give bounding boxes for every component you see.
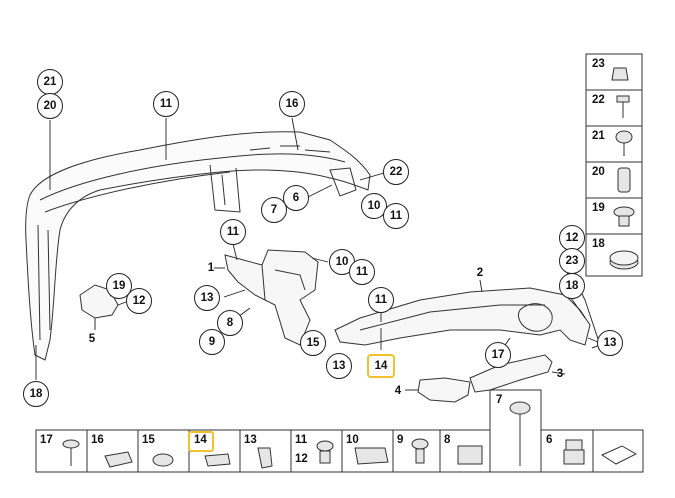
long-bolt-icon bbox=[509, 401, 531, 415]
part-label-4: 4 bbox=[394, 385, 402, 397]
side-legend-num-19: 19 bbox=[592, 202, 605, 214]
side-legend-num-22: 22 bbox=[592, 94, 605, 106]
callout-13[interactable]: 13 bbox=[597, 330, 623, 356]
clip-nut-icon bbox=[611, 67, 629, 81]
callout-21[interactable]: 21 bbox=[37, 69, 63, 95]
part-3-shape bbox=[469, 354, 566, 393]
bottom-legend-num-15: 15 bbox=[142, 434, 155, 446]
part-label-1: 1 bbox=[207, 262, 215, 274]
spacer-sleeve-icon bbox=[617, 167, 631, 193]
bottom-legend-num-11: 11 bbox=[295, 434, 308, 446]
highlight-box-14 bbox=[188, 431, 214, 452]
callout-11[interactable]: 11 bbox=[383, 203, 409, 229]
part-label-2: 2 bbox=[476, 267, 484, 279]
bottom-legend-num-6: 6 bbox=[546, 434, 553, 446]
bottom-legend-num-10: 10 bbox=[346, 434, 359, 446]
callout-7[interactable]: 7 bbox=[261, 197, 287, 223]
clip-icon bbox=[204, 453, 231, 467]
callout-10[interactable]: 10 bbox=[329, 249, 355, 275]
bottom-legend-num-12: 12 bbox=[295, 453, 308, 465]
callout-8[interactable]: 8 bbox=[217, 310, 243, 336]
part-4-shape bbox=[405, 377, 471, 403]
part-label-3: 3 bbox=[556, 368, 564, 380]
clamp-nut-icon bbox=[354, 447, 389, 465]
callout-13[interactable]: 13 bbox=[326, 353, 352, 379]
callout-23[interactable]: 23 bbox=[559, 248, 585, 274]
callout-11[interactable]: 11 bbox=[220, 219, 246, 245]
rivet-icon bbox=[316, 440, 334, 452]
hex-bolt-icon bbox=[616, 95, 630, 103]
spring-clip-icon bbox=[104, 451, 133, 468]
callout-6[interactable]: 6 bbox=[283, 185, 309, 211]
sheet-nut-icon bbox=[457, 445, 483, 465]
bumper-trim-shape bbox=[25, 131, 371, 361]
callout-12[interactable]: 12 bbox=[126, 288, 152, 314]
callout-19[interactable]: 19 bbox=[106, 273, 132, 299]
callout-20[interactable]: 20 bbox=[37, 93, 63, 119]
side-legend-num-18: 18 bbox=[592, 238, 605, 250]
callout-18[interactable]: 18 bbox=[559, 273, 585, 299]
bottom-legend-num-17: 17 bbox=[40, 434, 53, 446]
side-legend-num-23: 23 bbox=[592, 58, 605, 70]
screw-icon bbox=[62, 439, 80, 449]
callout-16[interactable]: 16 bbox=[279, 91, 305, 117]
callout-17[interactable]: 17 bbox=[485, 342, 511, 368]
callout-11[interactable]: 11 bbox=[349, 259, 375, 285]
callout-18[interactable]: 18 bbox=[23, 381, 49, 407]
hex-nut-icon bbox=[565, 439, 583, 451]
bottom-legend-num-16: 16 bbox=[91, 434, 104, 446]
bottom-legend-num-14[interactable]: 14 bbox=[194, 434, 207, 446]
callout-11[interactable]: 11 bbox=[153, 91, 179, 117]
callout-22[interactable]: 22 bbox=[383, 159, 409, 185]
callout-13[interactable]: 13 bbox=[194, 285, 220, 311]
bracket-clip-icon bbox=[257, 447, 273, 469]
bracket-shape-icon bbox=[600, 445, 638, 465]
callout-15[interactable]: 15 bbox=[300, 330, 326, 356]
side-legend-num-21: 21 bbox=[592, 130, 605, 142]
bottom-legend-num-7: 7 bbox=[496, 394, 503, 406]
callout-9[interactable]: 9 bbox=[199, 329, 225, 355]
part-label-5: 5 bbox=[88, 333, 96, 345]
bottom-legend-num-8: 8 bbox=[444, 434, 451, 446]
callout-12[interactable]: 12 bbox=[559, 225, 585, 251]
expanding-rivet-icon bbox=[615, 130, 633, 144]
bottom-legend-num-9: 9 bbox=[397, 434, 404, 446]
bottom-legend-num-13: 13 bbox=[244, 434, 257, 446]
callout-11[interactable]: 11 bbox=[368, 287, 394, 313]
callout-14-highlighted[interactable]: 14 bbox=[367, 354, 395, 378]
grommet-icon bbox=[152, 453, 174, 467]
plug-icon bbox=[411, 438, 429, 450]
bracket-part-1-shape bbox=[214, 249, 319, 346]
side-legend-num-20: 20 bbox=[592, 166, 605, 178]
